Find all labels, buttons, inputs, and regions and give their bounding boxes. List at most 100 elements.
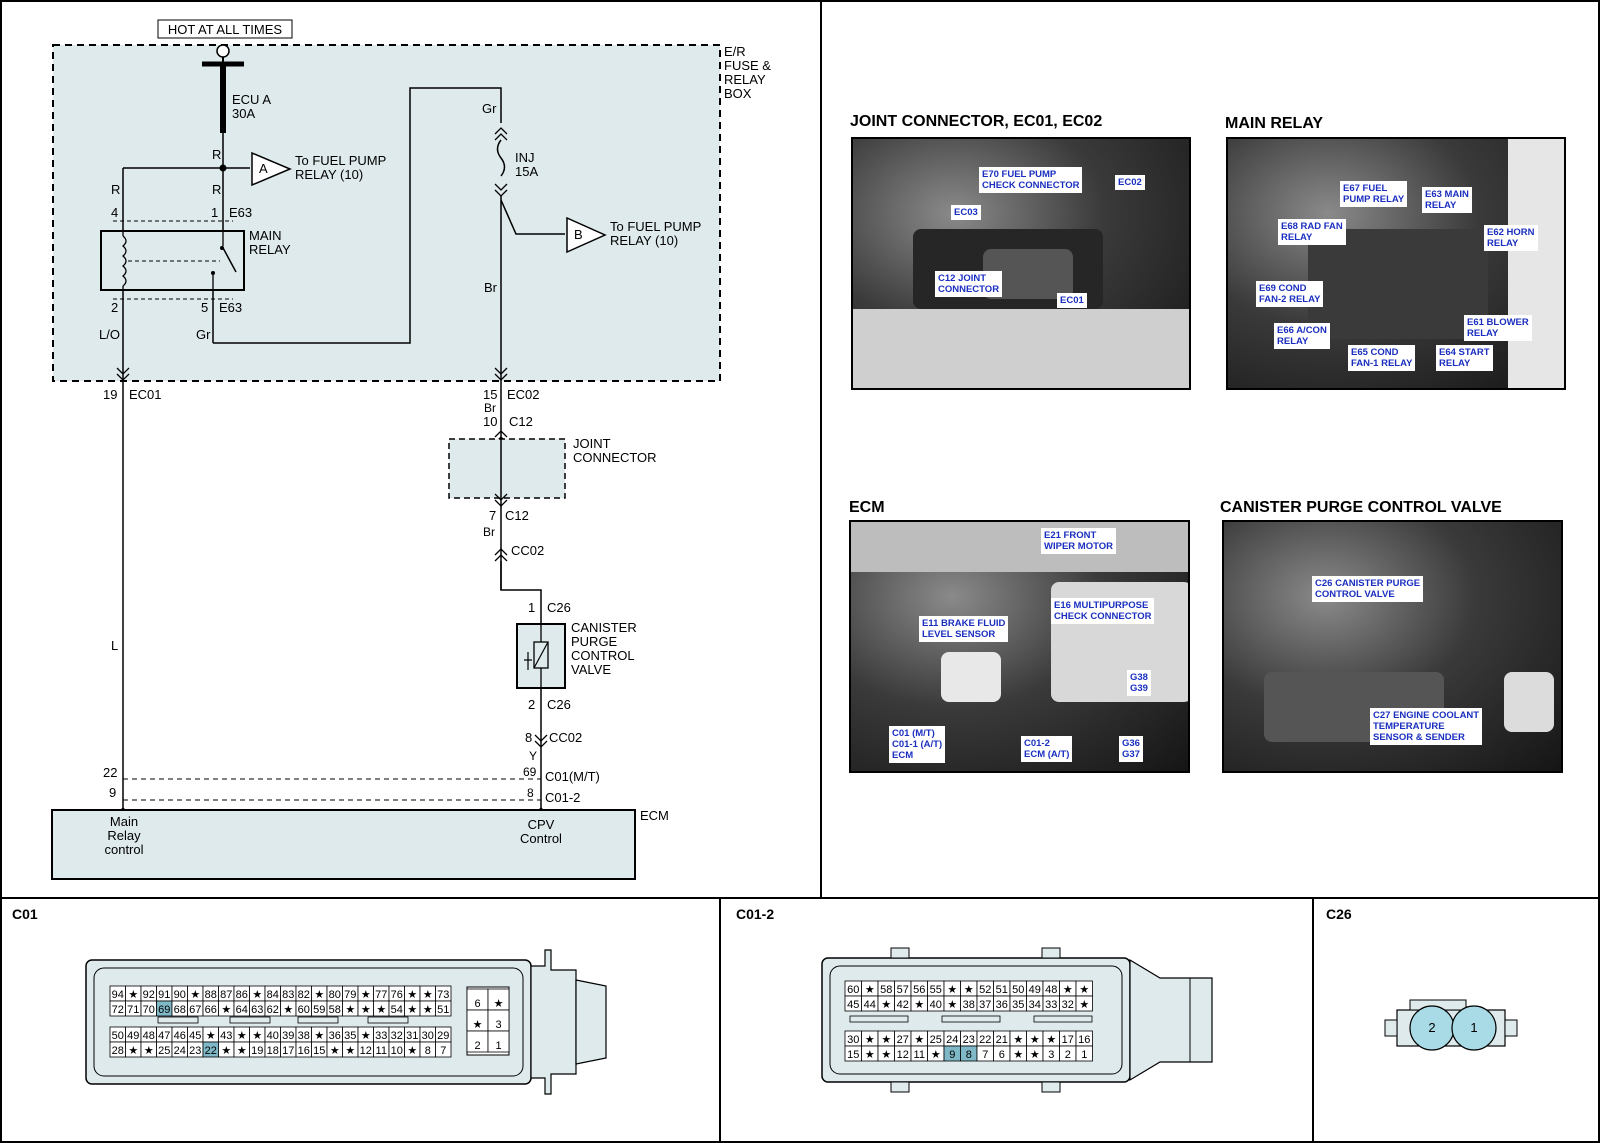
photo-label: E65 COND FAN-1 RELAY (1348, 345, 1416, 371)
c01-pin-label: 58 (329, 1004, 341, 1016)
c01-2-pin-label: 8 (966, 1049, 972, 1061)
c01-2-pin-label: 11 (914, 1049, 925, 1061)
c01-2-pin-label: 55 (930, 984, 942, 996)
c01-pin-label: 92 (143, 989, 155, 1001)
c01-pin-label: 51 (437, 1004, 449, 1016)
c01-pin-label: ★ (423, 1004, 433, 1016)
c01-2-pin-label: ★ (914, 1034, 924, 1046)
photo-label: C01-2 ECM (A/T) (1021, 736, 1073, 762)
pin-1: 1 (211, 205, 218, 220)
inj-fuse (496, 139, 506, 177)
c01-2-pin-label: 35 (1012, 999, 1024, 1011)
main-relay-label-1: MAIN (249, 228, 282, 243)
c01-2-label: C01-2 (545, 790, 580, 805)
c01-pin-label: 72 (112, 1004, 124, 1016)
c01-pin-label: 11 (376, 1045, 387, 1057)
c26-pin-1-circle (1451, 1005, 1497, 1051)
fuse-box-label-3: RELAY (724, 72, 766, 87)
c01-pin-label: 22 (205, 1045, 217, 1057)
hot-at-all-times-label: HOT AT ALL TIMES (168, 22, 282, 37)
wire-color-gr1: Gr (196, 327, 211, 342)
wire-color-r1: R (212, 147, 221, 162)
c01-2-pin-label: 44 (864, 999, 876, 1011)
pin-10: 10 (483, 414, 497, 429)
c01-pin-label: 77 (375, 989, 387, 1001)
c01-pin-label: 48 (143, 1030, 155, 1042)
fuse-box-label-1: E/R (724, 44, 746, 59)
c01-pin-label: 25 (158, 1045, 170, 1057)
c01-pin-label: 87 (220, 989, 232, 1001)
c01-2-pin-label: 57 (897, 984, 909, 996)
c01-2-pin-label: ★ (914, 999, 924, 1011)
c26-top-label: C26 (547, 600, 571, 615)
photo-label: C12 JOINT CONNECTOR (935, 271, 1003, 297)
wire-color-gr2: Gr (482, 101, 497, 116)
c01-pin-label: 49 (127, 1030, 139, 1042)
c01-pin-label: 10 (391, 1045, 403, 1057)
ec02-label: EC02 (507, 387, 540, 402)
label-b: B (574, 227, 583, 242)
c01-pin-label: ★ (407, 989, 417, 1001)
c01-2-pin-label: ★ (881, 999, 891, 1011)
c01-pin-label: 16 (298, 1045, 310, 1057)
photo-label: E16 MULTIPURPOSE CHECK CONNECTOR (1051, 598, 1155, 624)
ecm-box (51, 809, 636, 880)
relay-coil (121, 235, 127, 287)
c01-side-pin-label: ★ (473, 1019, 483, 1031)
c01-2-pin-label: ★ (931, 1049, 941, 1061)
c01-2-pin-label: ★ (947, 984, 957, 996)
to-fuel-pump-a-2: RELAY (10) (295, 167, 363, 182)
to-fuel-pump-a-1: To FUEL PUMP (295, 153, 386, 168)
c01-pin-label: ★ (221, 1045, 231, 1057)
wire-color-lo: L/O (99, 327, 120, 342)
ecu-fuse-label-2: 30A (232, 106, 255, 121)
photo-label: E67 FUEL PUMP RELAY (1340, 181, 1408, 207)
c01-pin-label: 94 (112, 989, 124, 1001)
c01-2-pin-label: ★ (1030, 1034, 1040, 1046)
photo-title-joint: JOINT CONNECTOR, EC01, EC02 (850, 113, 1103, 130)
c01-pin-label: 43 (220, 1030, 232, 1042)
c01-2-pin-label: 17 (1062, 1034, 1074, 1046)
c01-2-pin-label: 25 (930, 1034, 942, 1046)
photo-title-canister: CANISTER PURGE CONTROL VALVE (1220, 499, 1502, 516)
c01-pin-label: 54 (391, 1004, 403, 1016)
photo-label: E11 BRAKE FLUID LEVEL SENSOR (919, 616, 1009, 642)
c01-pin-label: 45 (189, 1030, 201, 1042)
c01-pin-label: 82 (298, 989, 310, 1001)
canister-label-4: VALVE (571, 662, 611, 677)
c01-latch (530, 949, 577, 1095)
c01-pin-label: ★ (206, 1030, 216, 1042)
wire-color-br2: Br (484, 401, 496, 415)
photo-label: E68 RAD FAN RELAY (1278, 219, 1346, 245)
cc02-top-label: CC02 (511, 543, 544, 558)
c01-2-pin-label: 58 (880, 984, 892, 996)
pin-15: 15 (483, 387, 497, 402)
e63-bottom: E63 (219, 300, 242, 315)
photo-label: C27 ENGINE COOLANT TEMPERATURE SENSOR & … (1370, 708, 1483, 745)
c01-2-pin-label: 21 (996, 1034, 1008, 1046)
c01-2-pin-label: ★ (1063, 984, 1073, 996)
c01-2-pin-label: 38 (963, 999, 975, 1011)
photo-main-relay: E67 FUEL PUMP RELAY E63 MAIN RELAY E68 R… (1226, 137, 1566, 390)
c01-2-pin-label: 36 (996, 999, 1008, 1011)
c01-pin-label: 83 (282, 989, 294, 1001)
photo-label: E61 BLOWER RELAY (1464, 315, 1532, 341)
c01-2-pin-label: 6 (999, 1049, 1005, 1061)
c01-side-pin-cell (487, 1030, 510, 1053)
c01-pin-label: ★ (345, 1004, 355, 1016)
hot-at-all-times-box (157, 19, 293, 39)
c01-2-pin-label: 49 (1029, 984, 1041, 996)
pin-8-cc02: 8 (525, 730, 532, 745)
c01-pin-label: ★ (361, 1004, 371, 1016)
main-relay-box (100, 230, 245, 291)
c01-2-pin-label: 22 (979, 1034, 991, 1046)
c01-pin-label: 46 (174, 1030, 186, 1042)
pin-2: 2 (111, 300, 118, 315)
c01-title: C01 (12, 906, 38, 922)
pin-8-c012: 8 (527, 786, 534, 800)
c01-side-pin-label: 2 (474, 1040, 480, 1052)
c01-pin-label: 18 (267, 1045, 279, 1057)
c01-pin-label: 30 (422, 1030, 434, 1042)
